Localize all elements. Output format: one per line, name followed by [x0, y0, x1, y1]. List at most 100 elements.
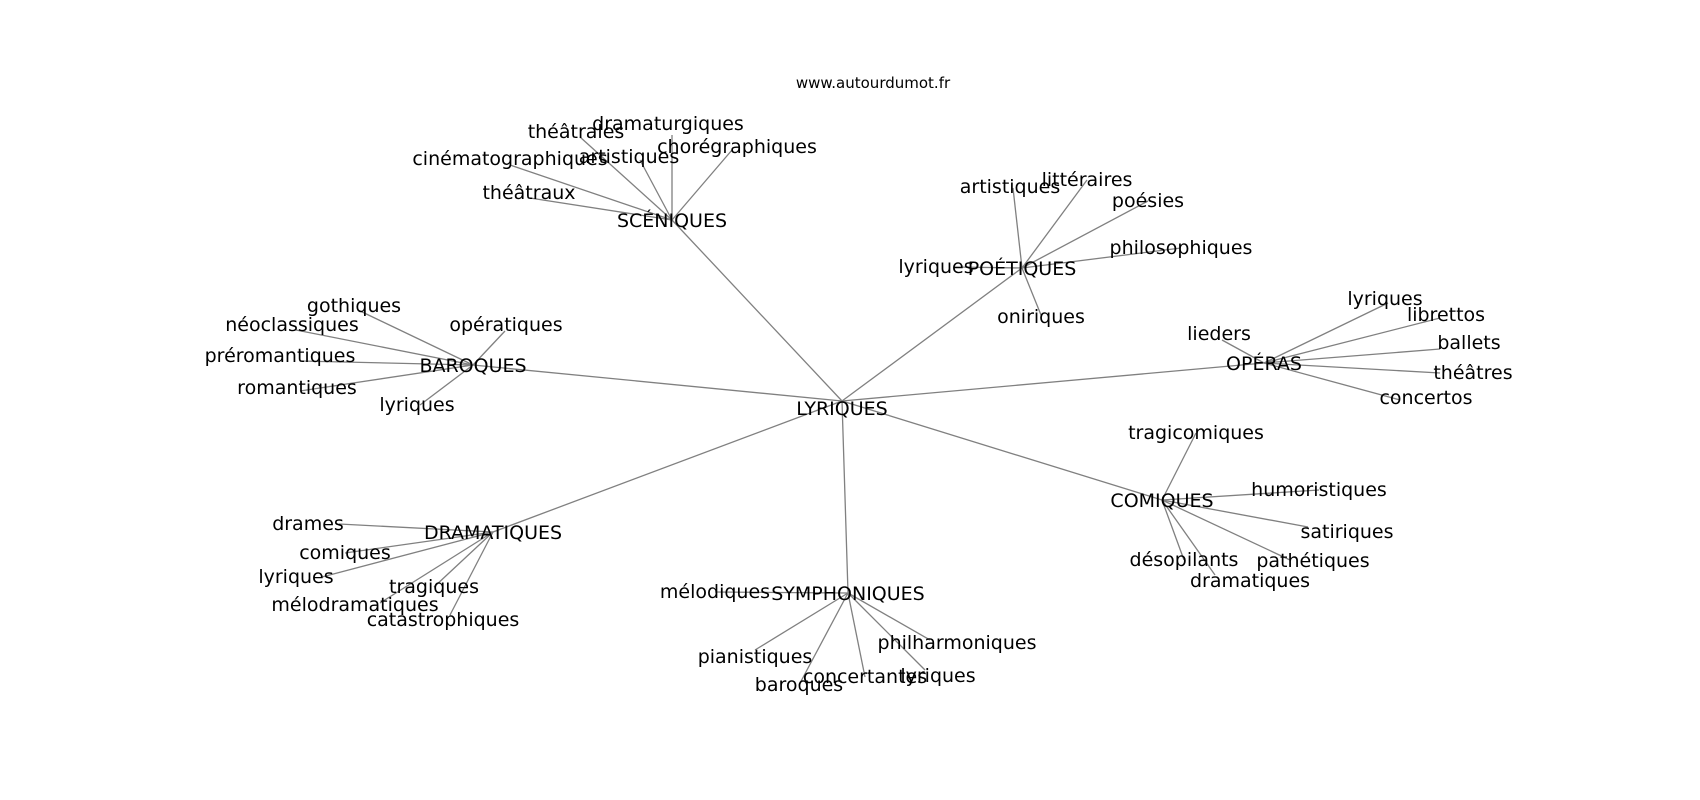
word-node-label[interactable]: pathétiques: [1256, 550, 1369, 572]
hub-edge: [841, 267, 1023, 402]
word-edge: [299, 364, 474, 392]
center-node-label[interactable]: LYRIQUES: [796, 398, 887, 420]
word-node-label[interactable]: opératiques: [449, 314, 562, 336]
word-node-label[interactable]: littéraires: [1042, 169, 1133, 191]
hub-edge: [841, 400, 849, 594]
word-edge: [1161, 489, 1320, 501]
word-node-label[interactable]: ballets: [1437, 332, 1500, 354]
word-edge: [1263, 362, 1441, 374]
word-edge: [1161, 499, 1309, 528]
word-node-label[interactable]: tragicomiques: [1128, 422, 1264, 444]
word-node-label[interactable]: lyriques: [900, 665, 975, 687]
word-edge: [338, 523, 494, 533]
word-node-label[interactable]: dramatiques: [1190, 570, 1310, 592]
word-edge: [1263, 362, 1401, 401]
cluster-node-label[interactable]: COMIQUES: [1110, 490, 1213, 512]
word-node-label[interactable]: poésies: [1112, 190, 1184, 212]
word-node-label[interactable]: mélodiques: [660, 581, 770, 603]
hub-edge: [841, 400, 1163, 501]
word-edge: [847, 592, 926, 671]
word-node-label[interactable]: désopilants: [1130, 549, 1239, 571]
word-node-label[interactable]: philosophiques: [1110, 237, 1253, 259]
word-edge: [1263, 317, 1441, 364]
word-node-label[interactable]: concertantes: [803, 666, 927, 688]
hub-edge: [492, 400, 843, 533]
graph-edges: [295, 135, 1441, 686]
word-edge: [472, 330, 506, 366]
word-node-label[interactable]: lyriques: [258, 566, 333, 588]
word-edge: [1263, 348, 1441, 364]
site-url: www.autourdumot.fr: [796, 74, 951, 92]
word-node-label[interactable]: théâtres: [1433, 362, 1512, 384]
cluster-node-label[interactable]: BAROQUES: [419, 355, 526, 377]
word-edge: [847, 592, 866, 678]
word-edge: [1221, 339, 1265, 364]
word-edge: [299, 360, 474, 366]
word-node-label[interactable]: artistiques: [579, 146, 680, 168]
word-node-label[interactable]: néoclassiques: [225, 314, 359, 336]
hub-edge: [841, 362, 1265, 402]
word-node-label[interactable]: chorégraphiques: [657, 136, 817, 158]
word-edge: [1021, 247, 1182, 269]
word-node-label[interactable]: dramaturgiques: [592, 113, 744, 135]
word-node-label[interactable]: lyriques: [1347, 288, 1422, 310]
word-edge: [1263, 302, 1389, 364]
word-node-label[interactable]: humoristiques: [1251, 479, 1387, 501]
word-node-label[interactable]: philharmoniques: [878, 632, 1037, 654]
word-edge: [798, 592, 849, 686]
cluster-node-label[interactable]: OPÉRAS: [1226, 352, 1302, 375]
word-edge: [419, 364, 474, 406]
word-node-label[interactable]: tragiques: [389, 576, 479, 598]
cluster-node-label[interactable]: POÉTIQUES: [968, 257, 1077, 280]
cluster-node-label[interactable]: SYMPHONIQUES: [771, 583, 925, 605]
word-node-label[interactable]: concertos: [1379, 387, 1472, 409]
word-edge: [1021, 267, 1042, 316]
word-edge: [579, 136, 673, 221]
word-node-label[interactable]: cinématographiques: [412, 148, 607, 170]
word-edge: [529, 197, 673, 221]
word-edge: [379, 531, 494, 604]
word-node-label[interactable]: théâtraux: [482, 182, 575, 204]
word-node-label[interactable]: lieders: [1187, 323, 1251, 345]
word-node-label[interactable]: gothiques: [307, 295, 401, 317]
word-edge: [954, 266, 1023, 269]
word-edge: [344, 531, 494, 554]
word-edge: [639, 159, 673, 221]
word-edge: [1012, 187, 1023, 269]
word-edge: [1021, 179, 1088, 269]
hub-edge: [472, 364, 843, 402]
word-edge: [1161, 499, 1185, 561]
word-node-label[interactable]: comiques: [299, 542, 391, 564]
word-edge: [357, 309, 474, 366]
word-edge: [1161, 432, 1197, 501]
word-edge: [1021, 200, 1149, 269]
word-edge: [509, 164, 673, 221]
word-edge: [449, 531, 494, 616]
word-node-label[interactable]: artistiques: [960, 176, 1061, 198]
word-node-label[interactable]: drames: [272, 513, 344, 535]
word-node-label[interactable]: préromantiques: [205, 345, 356, 367]
graph-nodes: dramaturgiquesthéâtraleschorégraphiquesa…: [205, 113, 1513, 696]
cluster-node-label[interactable]: DRAMATIQUES: [424, 522, 562, 544]
word-node-label[interactable]: romantiques: [237, 377, 357, 399]
word-node-label[interactable]: oniriques: [997, 306, 1085, 328]
word-edge: [671, 149, 733, 221]
word-edge: [754, 592, 849, 651]
word-edge: [295, 329, 474, 366]
word-edge: [1161, 499, 1291, 561]
word-edge: [714, 591, 849, 594]
word-edge: [1161, 499, 1216, 576]
word-node-label[interactable]: satiriques: [1300, 521, 1393, 543]
word-node-label[interactable]: théâtrales: [528, 121, 625, 143]
word-node-label[interactable]: lyriques: [379, 394, 454, 416]
word-edge: [433, 531, 494, 588]
cluster-node-label[interactable]: SCÉNIQUES: [617, 209, 727, 232]
word-node-label[interactable]: lyriques: [898, 256, 973, 278]
word-node-label[interactable]: mélodramatiques: [271, 594, 438, 616]
hub-edge: [671, 219, 843, 402]
word-node-label[interactable]: pianistiques: [698, 646, 813, 668]
word-node-label[interactable]: catastrophiques: [367, 609, 520, 631]
word-node-label[interactable]: baroques: [755, 674, 843, 696]
word-node-label[interactable]: librettos: [1407, 304, 1485, 326]
